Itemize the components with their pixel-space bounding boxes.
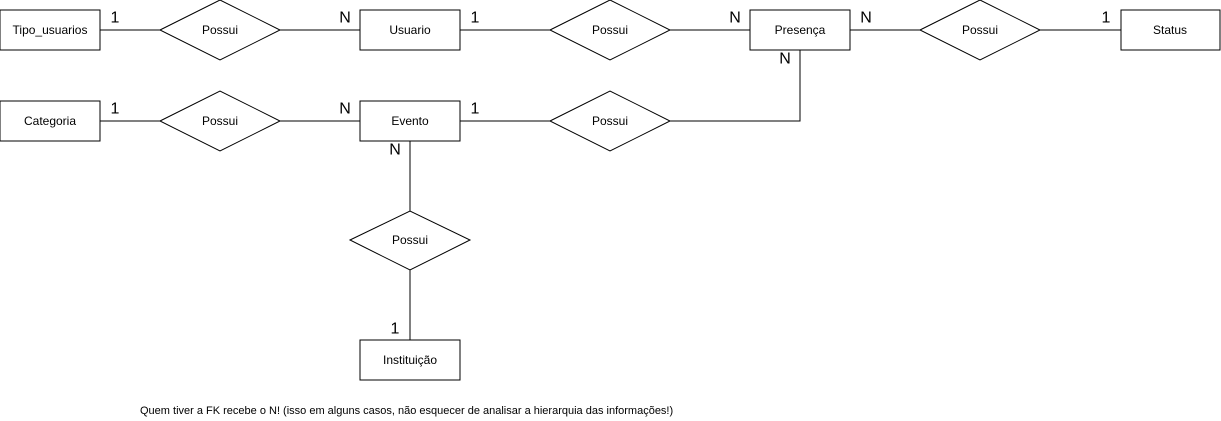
diagram-note: Quem tiver a FK recebe o N! (isso em alg… bbox=[140, 405, 673, 417]
entity-label: Instituição bbox=[383, 353, 437, 367]
relationship-evento-instituicao[interactable]: Possui bbox=[348, 210, 472, 271]
entity-instituicao[interactable]: Instituição bbox=[359, 339, 461, 381]
entity-presenca[interactable]: Presença bbox=[749, 9, 851, 51]
cardinality-evento-right: 1 bbox=[471, 101, 480, 118]
relationship-label: Possui bbox=[962, 23, 998, 37]
relationship-usuario-presenca[interactable]: Possui bbox=[548, 0, 672, 61]
cardinality-presenca-bottom: N bbox=[779, 51, 791, 68]
cardinality-instituicao: 1 bbox=[391, 321, 400, 338]
relationship-tipo-usuario[interactable]: Possui bbox=[158, 0, 282, 61]
cardinality-categoria: 1 bbox=[111, 101, 120, 118]
relationship-categoria-evento[interactable]: Possui bbox=[158, 90, 282, 152]
relationship-label: Possui bbox=[392, 233, 428, 247]
entity-categoria[interactable]: Categoria bbox=[0, 100, 101, 142]
cardinality-tipo-usuarios: 1 bbox=[111, 10, 120, 27]
relationship-presenca-status[interactable]: Possui bbox=[918, 0, 1042, 61]
edge-possui-presenca-elbow bbox=[670, 50, 801, 122]
entity-label: Evento bbox=[391, 114, 429, 128]
cardinality-presenca-left: N bbox=[729, 10, 741, 27]
entity-label: Categoria bbox=[24, 114, 76, 128]
cardinality-status: 1 bbox=[1102, 10, 1111, 27]
entity-label: Usuario bbox=[389, 23, 431, 37]
cardinality-labels: 1 N 1 N N 1 N 1 N 1 N 1 bbox=[111, 10, 1111, 338]
relationship-label: Possui bbox=[202, 114, 238, 128]
cardinality-usuario-right: 1 bbox=[471, 10, 480, 27]
cardinality-presenca-right: N bbox=[860, 10, 872, 27]
relationship-label: Possui bbox=[592, 114, 628, 128]
entity-status[interactable]: Status bbox=[1120, 9, 1221, 51]
entity-evento[interactable]: Evento bbox=[359, 100, 461, 142]
cardinality-usuario-left: N bbox=[339, 10, 351, 27]
entity-label: Status bbox=[1153, 23, 1187, 37]
connectors bbox=[100, 29, 1121, 340]
relationship-evento-presenca[interactable]: Possui bbox=[548, 90, 672, 152]
relationship-label: Possui bbox=[202, 23, 238, 37]
entity-label: Presença bbox=[775, 23, 826, 37]
cardinality-evento-left: N bbox=[339, 101, 351, 118]
relationship-label: Possui bbox=[592, 23, 628, 37]
entity-tipo-usuarios[interactable]: Tipo_usuarios bbox=[0, 9, 101, 51]
entity-usuario[interactable]: Usuario bbox=[359, 9, 461, 51]
entity-label: Tipo_usuarios bbox=[13, 23, 88, 37]
cardinality-evento-bottom: N bbox=[389, 142, 401, 159]
